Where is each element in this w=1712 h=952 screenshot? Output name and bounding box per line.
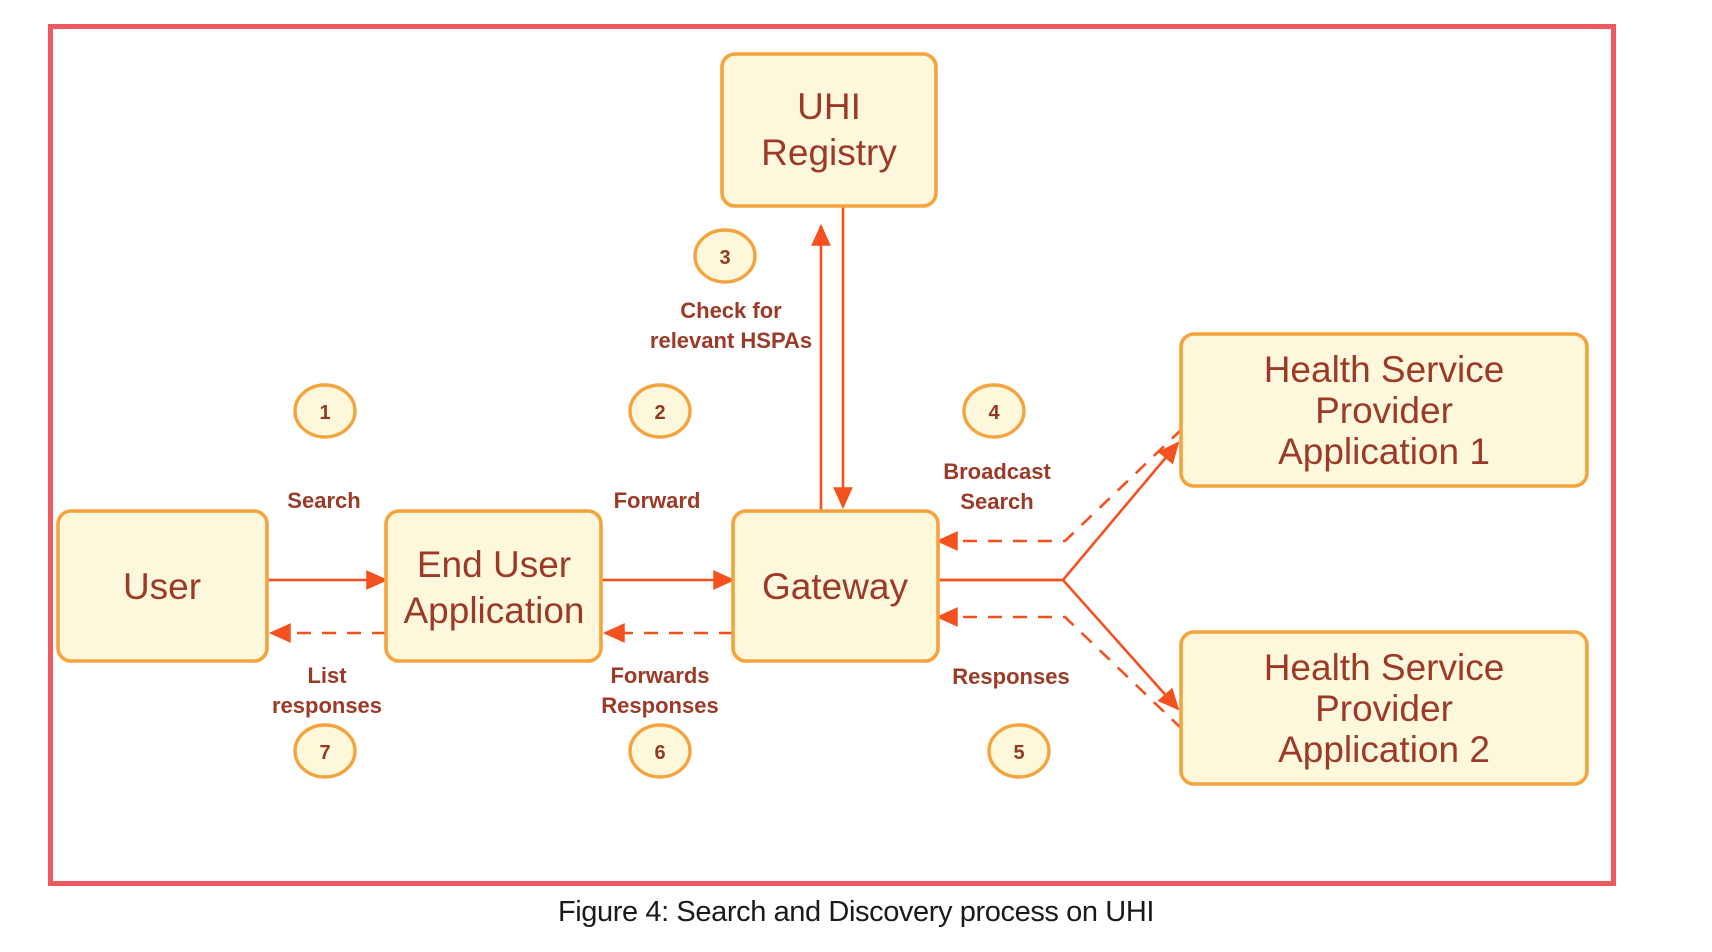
edge-check-for-relevant-hspas xyxy=(811,207,853,529)
step-marker-2: 2 xyxy=(628,383,692,439)
edge-responses xyxy=(935,428,1183,730)
step-marker-7-label: 7 xyxy=(319,742,330,764)
edge-label-check-for-relevant-hspas-line1: Check for xyxy=(680,298,782,323)
node-hsp-application-2-line1: Health Service xyxy=(1264,647,1505,688)
node-hsp-application-2-line2: Provider xyxy=(1315,688,1453,729)
node-hsp-application-1-line1: Health Service xyxy=(1264,349,1505,390)
step-marker-4: 4 xyxy=(962,383,1026,439)
node-end-user-application-line1: End User xyxy=(417,544,571,585)
edge-label-responses: Responses xyxy=(952,664,1069,689)
step-marker-1: 1 xyxy=(293,383,357,439)
node-user-label: User xyxy=(123,566,201,607)
node-end-user-application-line2: Application xyxy=(403,590,584,631)
step-marker-5-label: 5 xyxy=(1013,742,1024,764)
node-hsp-application-1-line2: Provider xyxy=(1315,390,1453,431)
step-marker-7: 7 xyxy=(293,723,357,779)
node-user[interactable]: User xyxy=(56,509,269,663)
step-marker-6-label: 6 xyxy=(654,742,665,764)
step-marker-1-label: 1 xyxy=(319,402,330,424)
step-marker-3: 3 xyxy=(693,228,757,284)
step-marker-2-label: 2 xyxy=(654,402,665,424)
node-hsp-application-2[interactable]: Health Service Provider Application 2 xyxy=(1179,630,1589,786)
node-gateway[interactable]: Gateway xyxy=(731,509,940,663)
node-hsp-application-1-line3: Application 1 xyxy=(1278,431,1490,472)
figure-frame: UHI Registry User End User Application G… xyxy=(48,24,1616,886)
step-marker-4-label: 4 xyxy=(988,402,1000,424)
node-end-user-application[interactable]: End User Application xyxy=(384,509,603,663)
edge-label-search: Search xyxy=(287,488,360,513)
edge-label-list-responses-line2: responses xyxy=(272,693,382,718)
step-marker-6: 6 xyxy=(628,723,692,779)
figure-caption: Figure 4: Search and Discovery process o… xyxy=(557,896,1155,928)
step-marker-3-label: 3 xyxy=(719,247,730,269)
edge-label-list-responses-line1: List xyxy=(307,663,347,688)
edge-label-forwards-responses-line1: Forwards xyxy=(610,663,709,688)
node-uhi-registry-line2: Registry xyxy=(761,132,897,173)
flow-diagram: UHI Registry User End User Application G… xyxy=(56,52,1589,786)
edge-label-forward: Forward xyxy=(614,488,701,513)
edge-label-check-for-relevant-hspas-line2: relevant HSPAs xyxy=(650,328,812,353)
step-marker-5: 5 xyxy=(987,723,1051,779)
edge-label-broadcast-search-line2: Search xyxy=(960,489,1033,514)
node-hsp-application-1[interactable]: Health Service Provider Application 1 xyxy=(1179,332,1589,488)
node-uhi-registry[interactable]: UHI Registry xyxy=(720,52,938,208)
edge-label-forwards-responses-line2: Responses xyxy=(601,693,718,718)
edge-label-broadcast-search-line1: Broadcast xyxy=(943,459,1051,484)
node-hsp-application-2-line3: Application 2 xyxy=(1278,729,1490,770)
node-uhi-registry-line1: UHI xyxy=(797,86,861,127)
edge-broadcast-search xyxy=(933,441,1180,711)
node-gateway-label: Gateway xyxy=(762,566,909,607)
